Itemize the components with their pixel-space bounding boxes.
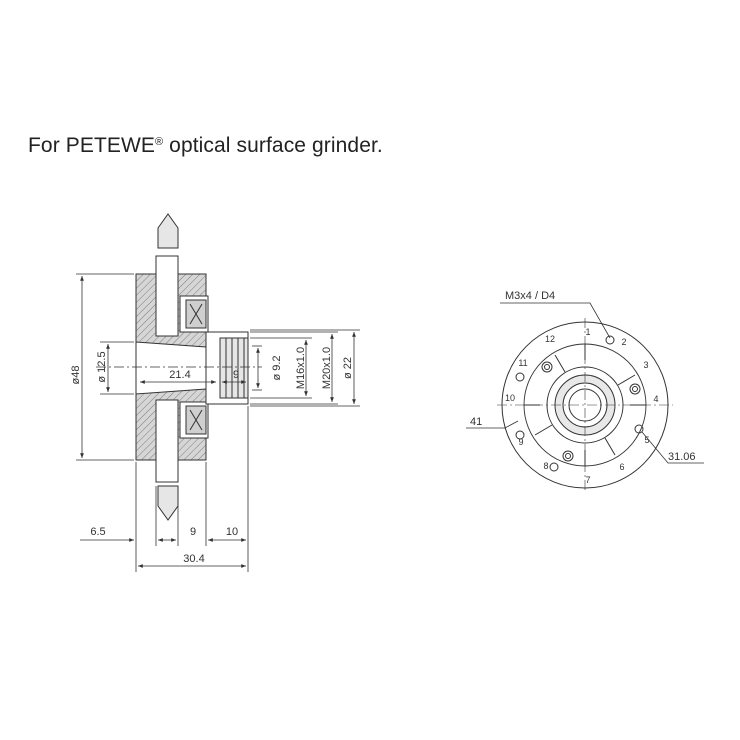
- mount-hole: [515, 430, 525, 440]
- side-dimension-labels: ø48 ø 12.5 21.4 9 ø 9.2 M16x1.0 M20x1.0 …: [70, 347, 354, 565]
- hole-number: 7: [585, 475, 590, 485]
- title-rest: optical surface grinder.: [163, 134, 383, 157]
- dim-9: 9: [190, 526, 196, 538]
- hole-number: 3: [643, 360, 648, 370]
- side-section-view: [96, 213, 262, 521]
- front-leaders: [466, 302, 704, 464]
- mount-hole: [629, 383, 641, 395]
- mount-hole: [562, 450, 574, 462]
- hole-number: 11: [518, 358, 527, 368]
- dim-d22: ø 22: [342, 357, 354, 379]
- spindle-shaft: [155, 255, 179, 337]
- hole-number: 5: [644, 435, 649, 445]
- title-brand: For PETEWE: [28, 134, 156, 157]
- dim-m20: M20x1.0: [321, 347, 333, 389]
- hole-number: 9: [518, 437, 523, 447]
- hole-numbers: 1 2 3 4 5 6 7 8 9 10 11 12: [505, 327, 659, 485]
- spindle-shaft-lower: [155, 399, 179, 483]
- dim-6-5: 6.5: [90, 526, 105, 538]
- hole-number: 2: [621, 337, 626, 347]
- side-dimension-lines: [76, 273, 360, 572]
- hole-number: 10: [505, 393, 515, 403]
- mount-hole: [605, 335, 615, 345]
- mount-hole: [634, 424, 644, 434]
- hole-number: 1: [585, 327, 590, 337]
- top-pointer: [157, 213, 179, 249]
- hole-number: 12: [545, 334, 555, 344]
- dim-d9-2: ø 9.2: [271, 355, 283, 380]
- dim-21-4: 21.4: [169, 369, 190, 381]
- dim-9-inner: 9: [233, 369, 239, 381]
- dim-10: 10: [226, 526, 238, 538]
- front-view: [497, 318, 673, 492]
- hole-number: 8: [543, 461, 548, 471]
- mount-hole: [515, 372, 525, 382]
- dim-d48: ø48: [70, 366, 82, 385]
- page-title: For PETEWE® optical surface grinder.: [28, 134, 383, 158]
- label-31-06: 31.06: [668, 451, 696, 463]
- hole-number: 6: [619, 462, 624, 472]
- hole-number: 4: [653, 394, 658, 404]
- label-m3x4: M3x4 / D4: [505, 290, 555, 302]
- dim-d12-5: ø 12.5: [96, 351, 108, 382]
- label-41: 41: [470, 416, 482, 428]
- mount-hole: [549, 462, 559, 472]
- dim-30-4: 30.4: [183, 553, 204, 565]
- mount-hole: [541, 361, 553, 373]
- front-labels: M3x4 / D4 41 31.06: [470, 290, 696, 463]
- bottom-pointer: [157, 485, 179, 521]
- dim-m16: M16x1.0: [295, 347, 307, 389]
- registered-mark: ®: [155, 136, 164, 148]
